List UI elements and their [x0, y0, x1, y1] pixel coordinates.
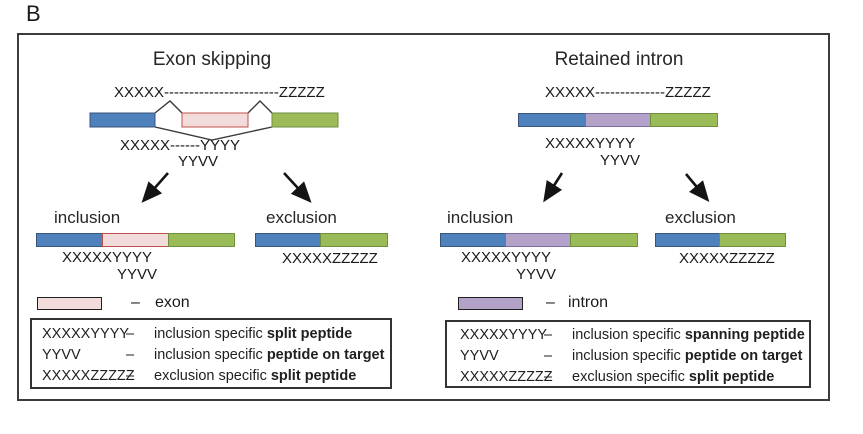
retained-intron-title: Retained intron [554, 49, 684, 70]
ri-inclusion-spanning-peptide-text: XXXXXYYYY [461, 249, 552, 266]
dash: – [126, 326, 135, 342]
ri-exclusion-exon1-bar [655, 233, 720, 247]
legend-row: XXXXXZZZZZ– exclusion specific split pept… [42, 366, 386, 386]
legend-row: XXXXXZZZZZ– exclusion specific split pept… [460, 367, 805, 387]
peptide-code: XXXXXYYYY [460, 327, 548, 343]
flow-arrows [141, 172, 710, 203]
retained-intron-peptide-legend-box: XXXXXYYYY–inclusion specific spanning pe… [445, 320, 811, 388]
exon-skipping-on-target-peptide: YYVV [178, 153, 219, 170]
peptide-description: exclusion specific split peptide [154, 368, 357, 384]
exon-skipping-gene-diagram [89, 100, 339, 141]
exon-skipping-junction-peptide: XXXXX------YYYY [120, 137, 241, 154]
legend-row: YYVV – inclusion specific peptide on targe… [42, 345, 386, 365]
retained-intron-pre-mrna-sequence: XXXXX--------------ZZZZZ [545, 84, 711, 101]
ri-inclusion-exon1-bar [440, 233, 506, 247]
exon1-bar [89, 112, 156, 128]
dash: – [546, 294, 555, 311]
dash: – [544, 327, 553, 343]
dash: – [131, 294, 140, 311]
retained-intron-exclusion-arrow-icon [685, 173, 710, 202]
peptide-code: XXXXXYYYY [42, 326, 130, 342]
peptide-description: inclusion specific peptide on target [154, 347, 385, 363]
legend-row: YYVV – inclusion specific peptide on targe… [460, 346, 805, 366]
exon-skipping-exclusion-label: exclusion [266, 208, 337, 227]
inclusion-alt-exon-bar [102, 233, 169, 247]
ri-exclusion-split-peptide-text: XXXXXZZZZZ [679, 250, 775, 267]
peptide-code: XXXXXZZZZZ [42, 368, 135, 384]
peptide-description: inclusion specific spanning peptide [572, 327, 805, 343]
ri-inclusion-intron-bar [505, 233, 571, 247]
dash: – [126, 368, 135, 384]
exon-swatch [37, 297, 102, 310]
exclusion-exon1-bar [255, 233, 321, 247]
intron-swatch [458, 297, 523, 310]
exon2-bar [271, 112, 339, 128]
inclusion-split-peptide-text: XXXXXYYYY [62, 249, 153, 266]
exon-legend-label: exon [155, 294, 190, 311]
exclusion-split-peptide-text: XXXXXZZZZZ [282, 250, 378, 267]
ri-exclusion-exon2-bar [719, 233, 786, 247]
peptide-description: inclusion specific split peptide [154, 326, 353, 342]
left-splice-junction-line [154, 100, 183, 114]
inclusion-on-target-peptide-text: YYVV [117, 266, 158, 283]
peptide-code: YYVV [42, 347, 81, 363]
right-splice-junction-line [247, 100, 273, 114]
retained-intron-on-target-peptide: YYVV [600, 152, 641, 169]
dash: – [544, 369, 553, 385]
exon-skipping-title: Exon skipping [152, 49, 272, 70]
peptide-description: exclusion specific split peptide [572, 369, 775, 385]
retained-intron-inclusion-arrow-icon [543, 172, 564, 203]
ri-inclusion-on-target-peptide-text: YYVV [516, 266, 557, 283]
inclusion-exon2-bar [168, 233, 235, 247]
peptide-code: YYVV [460, 348, 499, 364]
ri-exon2-bar [650, 113, 718, 127]
dash: – [126, 347, 135, 363]
figure-label: B [26, 1, 41, 26]
ri-exon1-bar [518, 113, 586, 127]
exon-skipping-pre-mrna-sequence: XXXXX-----------------------ZZZZZ [114, 84, 325, 101]
skipping-junction-line [154, 126, 273, 141]
inclusion-exon1-bar [36, 233, 103, 247]
ri-intron-bar [585, 113, 651, 127]
peptide-description: inclusion specific peptide on target [572, 348, 803, 364]
retained-intron-exclusion-label: exclusion [665, 208, 736, 227]
exon-skipping-inclusion-label: inclusion [54, 208, 121, 227]
legend-row: XXXXXYYYY– inclusion specific split pepti… [42, 324, 386, 344]
dash: – [544, 348, 553, 364]
exon-skipping-exclusion-arrow-icon [283, 172, 312, 203]
exon-skipping-inclusion-arrow-icon [141, 172, 169, 203]
exclusion-exon2-bar [320, 233, 388, 247]
intron-legend-label: intron [568, 294, 609, 311]
ri-inclusion-exon2-bar [570, 233, 638, 247]
alternative-exon-bar [181, 112, 249, 128]
peptide-code: XXXXXZZZZZ [460, 369, 553, 385]
exon-skipping-peptide-legend-box: XXXXXYYYY–inclusion specific split pepti… [30, 318, 392, 389]
legend-row: XXXXXYYYY– inclusion specific spanning pe… [460, 325, 805, 345]
retained-intron-junction-peptide: XXXXXYYYY [545, 135, 636, 152]
retained-intron-inclusion-label: inclusion [447, 208, 514, 227]
